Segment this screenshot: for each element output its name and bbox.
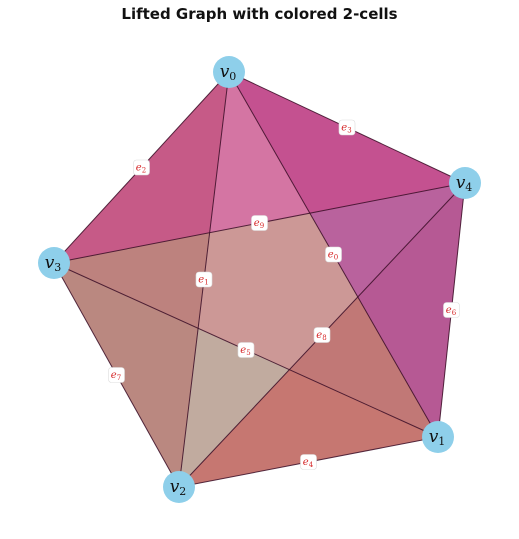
edge-label-index: 5 (246, 349, 250, 357)
cells-layer (54, 72, 465, 487)
edge-label-text: e2 (136, 163, 146, 175)
edge-label-e1: e1 (195, 271, 213, 288)
cell-v0-v3-v4 (54, 72, 465, 263)
edge-label-box (300, 454, 317, 470)
edge-label-index: 6 (452, 309, 457, 317)
edge-label-index: 0 (334, 254, 338, 262)
edge-label-text: e9 (254, 218, 264, 230)
node-index: 4 (465, 181, 472, 194)
edge-label-text: e8 (316, 330, 326, 342)
edge-label-box (195, 271, 213, 288)
edge-label-e4: e4 (300, 454, 317, 470)
edge-label-text: e5 (240, 345, 250, 357)
edge-label-text: e0 (328, 250, 338, 262)
edge-label-box (133, 159, 150, 176)
node-v4: v4 (449, 167, 481, 199)
edge-label-e9: e9 (251, 215, 268, 231)
diagram-title: Lifted Graph with colored 2-cells (121, 5, 398, 23)
node-v2: v2 (163, 471, 195, 503)
node-circle (449, 167, 481, 199)
edge-label-e6: e6 (443, 302, 460, 318)
node-index: 3 (54, 261, 61, 274)
edge-label-index: 1 (204, 279, 208, 287)
edge-label-box (108, 367, 125, 383)
nodes-layer: v0 v1 v2 v3 v4 (38, 56, 481, 503)
edge-label-e5: e5 (237, 342, 255, 358)
node-circle (163, 471, 195, 503)
node-v1: v1 (422, 421, 454, 453)
node-index: 1 (438, 435, 445, 448)
edge-label-index: 7 (117, 374, 121, 382)
node-index: 0 (229, 70, 236, 83)
edge-label-e8: e8 (313, 327, 331, 343)
edge-label-box (338, 119, 356, 136)
node-v3: v3 (38, 247, 70, 279)
edge-label-text: e1 (198, 275, 208, 287)
node-v0: v0 (213, 56, 245, 88)
edge-label-e3: e3 (338, 119, 356, 136)
edge-label-text: e3 (341, 123, 351, 135)
edge-label-text: e6 (446, 305, 457, 317)
edge-label-box (443, 302, 460, 318)
edge-label-e2: e2 (133, 159, 150, 176)
node-index: 2 (179, 485, 186, 498)
edge-labels-layer: e0 e1 e2 e3 e4 e5 e6 e7 e8 e9 (108, 119, 460, 470)
edge-label-text: e7 (111, 370, 121, 382)
node-circle (422, 421, 454, 453)
node-circle (213, 56, 245, 88)
edge-label-index: 9 (260, 222, 264, 230)
edge-label-box (325, 246, 342, 263)
edge-label-e0: e0 (325, 246, 342, 263)
edge-label-e7: e7 (108, 367, 125, 383)
edge-label-text: e4 (303, 457, 314, 469)
edge-label-index: 3 (347, 127, 351, 135)
edge-label-index: 8 (322, 334, 326, 342)
edge-label-box (251, 215, 268, 231)
edge-label-index: 4 (309, 461, 314, 469)
edge-label-index: 2 (142, 167, 146, 175)
edge-label-box (313, 327, 331, 343)
edge-label-box (237, 342, 255, 358)
node-circle (38, 247, 70, 279)
